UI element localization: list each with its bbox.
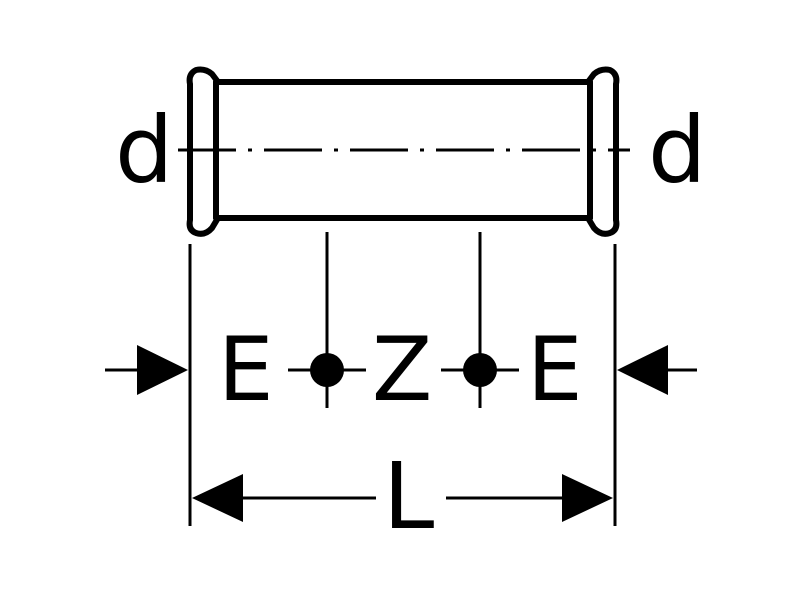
arrow-right-head [617,345,668,395]
overall-length-label: L [383,443,434,550]
center-gap-label: Z [372,318,432,421]
dot-marker-right [463,353,497,387]
insertion-depth-label-left: E [218,318,274,421]
insertion-depth-label-right: E [527,318,583,421]
length-arrow-left-head [192,474,243,522]
overall-length-dimension: L [192,443,613,550]
length-arrow-right-head [562,474,613,522]
left-end-flare [186,66,221,237]
diameter-label-right: d [648,97,706,204]
insertion-dimension-row: E Z E [105,318,697,421]
diameter-label-left: d [115,97,173,204]
coupling-body [186,66,620,237]
dot-marker-left [310,353,344,387]
right-end-flare [585,66,620,237]
arrow-left-head [137,345,188,395]
